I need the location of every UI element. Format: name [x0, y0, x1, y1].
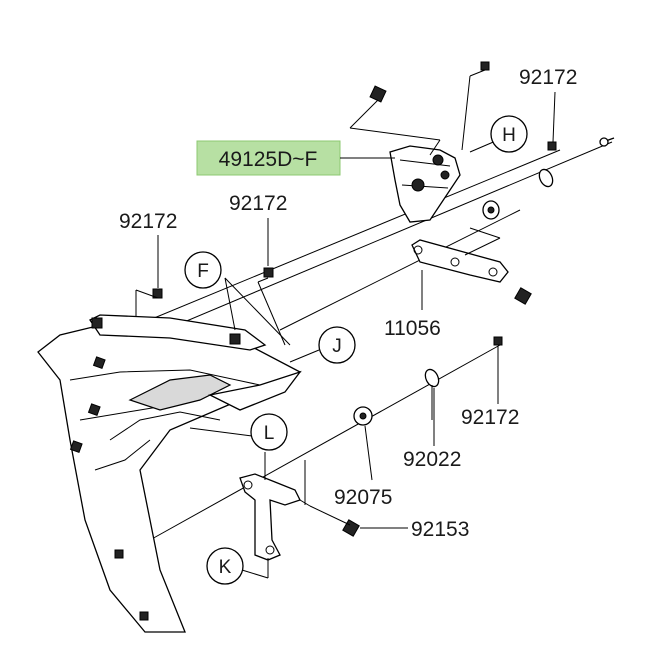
callout-f: F: [184, 251, 291, 346]
fairing-panel: [37, 317, 302, 633]
bracket-k: [239, 473, 360, 561]
callout-k-label: K: [219, 557, 232, 578]
callout-j: J: [289, 326, 356, 364]
part-label-92075: 92075: [334, 486, 392, 509]
callout-h-label: H: [502, 125, 516, 146]
callout-f-label: F: [197, 261, 209, 282]
callout-k: K: [206, 547, 269, 585]
callout-l-label: L: [264, 423, 275, 444]
bracket-assembly-49125: [349, 85, 461, 223]
part-label-11056: 11056: [384, 317, 441, 340]
screw-92172-right: [482, 137, 615, 220]
callout-j-label: J: [332, 336, 342, 357]
part-label-92153: 92153: [411, 518, 469, 541]
part-label-92172-left: 92172: [119, 210, 177, 233]
screw-92172-top: [461, 61, 490, 151]
part-label-92172-top: 92172: [519, 66, 577, 89]
part-label-92172-mid: 92172: [229, 192, 287, 215]
leader-92172-top: [552, 91, 556, 143]
callout-h: H: [469, 115, 528, 153]
nut-92172-left: [135, 288, 163, 316]
callout-l: L: [189, 413, 306, 505]
part-number-49125[interactable]: 49125D~F: [196, 140, 395, 176]
upper-bracket: [89, 314, 267, 351]
part-label-92172-lower: 92172: [461, 406, 519, 429]
part-label-49125: 49125D~F: [219, 148, 318, 171]
part-label-92022: 92022: [403, 448, 461, 471]
nut-92172-mid: [257, 267, 286, 346]
lower-hardware: [353, 336, 503, 481]
fairing-fasteners: [69, 356, 149, 621]
part-highlight-box: [196, 140, 341, 176]
bracket-11056: [411, 227, 532, 310]
